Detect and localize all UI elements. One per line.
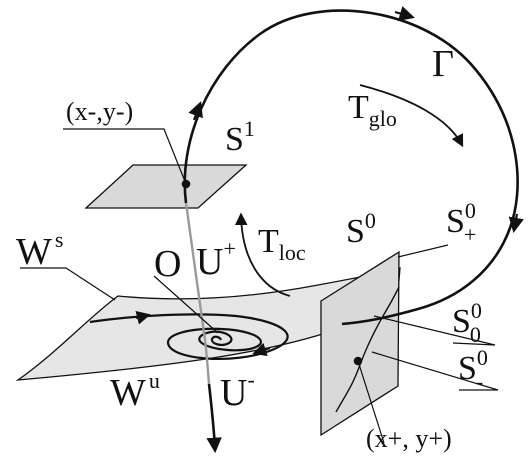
label-gamma: Γ: [432, 43, 454, 85]
pointer-s1: [63, 128, 187, 185]
spiral-arrow-right: [252, 342, 271, 357]
section-s1: [84, 164, 248, 209]
pointer-s0-plus: [397, 244, 449, 258]
label-t-glo: Tglo: [348, 89, 397, 131]
label-u-minus: U-: [220, 367, 255, 414]
label-u-plus: U+: [196, 236, 236, 283]
section-s0-divider: [335, 286, 400, 413]
label-coord-minus: (x-,y-): [66, 97, 133, 126]
pointer-point-plus: [357, 360, 385, 444]
label-origin: O: [154, 243, 181, 285]
local-map-arrow: [234, 212, 291, 297]
loop-arrow-top: [394, 6, 415, 21]
spiral-trajectory: [89, 313, 289, 361]
trajectory-arrow-bottom: [206, 435, 222, 454]
label-s0-minus: S0-: [458, 345, 488, 394]
label-t-loc: Tloc: [258, 223, 306, 265]
global-map-arrow: [359, 84, 464, 148]
pointer-s0-zero: [373, 315, 496, 346]
label-s0-plus: S0+: [446, 198, 476, 247]
section-s0: [320, 250, 400, 437]
pointer-origin: [153, 275, 219, 334]
pointer-ws: [20, 267, 116, 301]
loop-arrow-right: [508, 213, 524, 234]
label-s1: S1: [225, 116, 255, 158]
spiral-arrow-left: [135, 310, 151, 325]
pointer-s0-minus: [371, 351, 499, 391]
loop-arrow-left: [188, 101, 203, 121]
label-s0: S0: [346, 208, 376, 250]
label-coord-plus: (x+, y+): [366, 424, 452, 453]
trajectory-hidden-segment: [184, 202, 211, 385]
